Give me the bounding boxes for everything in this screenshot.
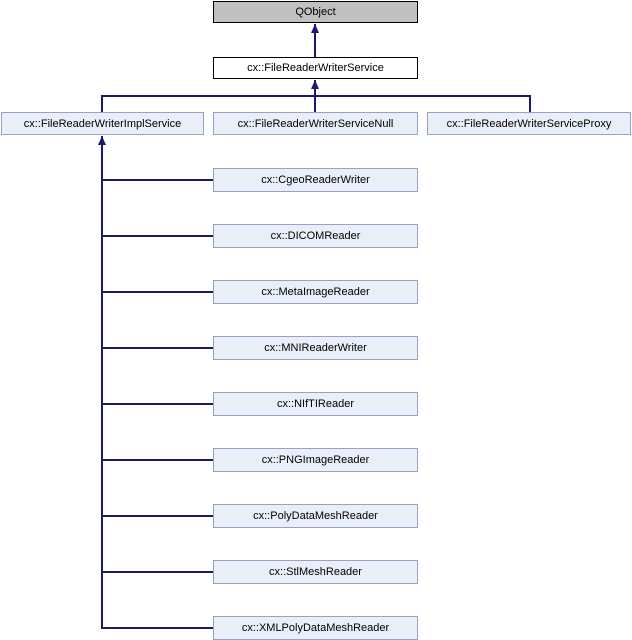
node-qobject: QObject <box>213 1 418 23</box>
edge-subclass-bus <box>101 95 531 97</box>
node-mni-reader-writer[interactable]: cx::MNIReaderWriter <box>213 336 418 360</box>
edge-drop-impl <box>101 95 103 112</box>
node-stl-mesh-reader[interactable]: cx::StlMeshReader <box>213 560 418 584</box>
edge-branch-png <box>101 459 213 461</box>
node-file-reader-writer-service: cx::FileReaderWriterService <box>213 57 418 79</box>
edge-branch-mni <box>101 347 213 349</box>
edge-branch-cgeo <box>101 179 213 181</box>
edge-branch-polydata <box>101 515 213 517</box>
node-dicom-reader[interactable]: cx::DICOMReader <box>213 224 418 248</box>
node-file-reader-writer-service-null[interactable]: cx::FileReaderWriterServiceNull <box>213 112 418 135</box>
node-cgeo-reader-writer[interactable]: cx::CgeoReaderWriter <box>213 168 418 192</box>
edge-drop-null <box>314 95 316 112</box>
edge-branch-metaimage <box>101 291 213 293</box>
edge-branch-nifti <box>101 403 213 405</box>
node-meta-image-reader[interactable]: cx::MetaImageReader <box>213 280 418 304</box>
node-png-image-reader[interactable]: cx::PNGImageReader <box>213 448 418 472</box>
edge-branch-xmlpolydata <box>101 627 213 629</box>
node-poly-data-mesh-reader[interactable]: cx::PolyDataMeshReader <box>213 504 418 528</box>
node-file-reader-writer-service-proxy[interactable]: cx::FileReaderWriterServiceProxy <box>427 112 631 135</box>
node-nifti-reader[interactable]: cx::NIfTIReader <box>213 392 418 416</box>
edge-branch-dicom <box>101 235 213 237</box>
arrowhead-up-qobject <box>311 24 319 33</box>
arrowhead-up-base <box>311 80 319 89</box>
node-file-reader-writer-impl-service[interactable]: cx::FileReaderWriterImplService <box>1 112 204 135</box>
node-xml-poly-data-mesh-reader[interactable]: cx::XMLPolyDataMeshReader <box>213 616 418 640</box>
edge-branch-stl <box>101 571 213 573</box>
edge-base-to-qobject <box>314 24 316 57</box>
edge-drop-proxy <box>529 95 531 112</box>
edge-children-trunk <box>101 136 103 629</box>
